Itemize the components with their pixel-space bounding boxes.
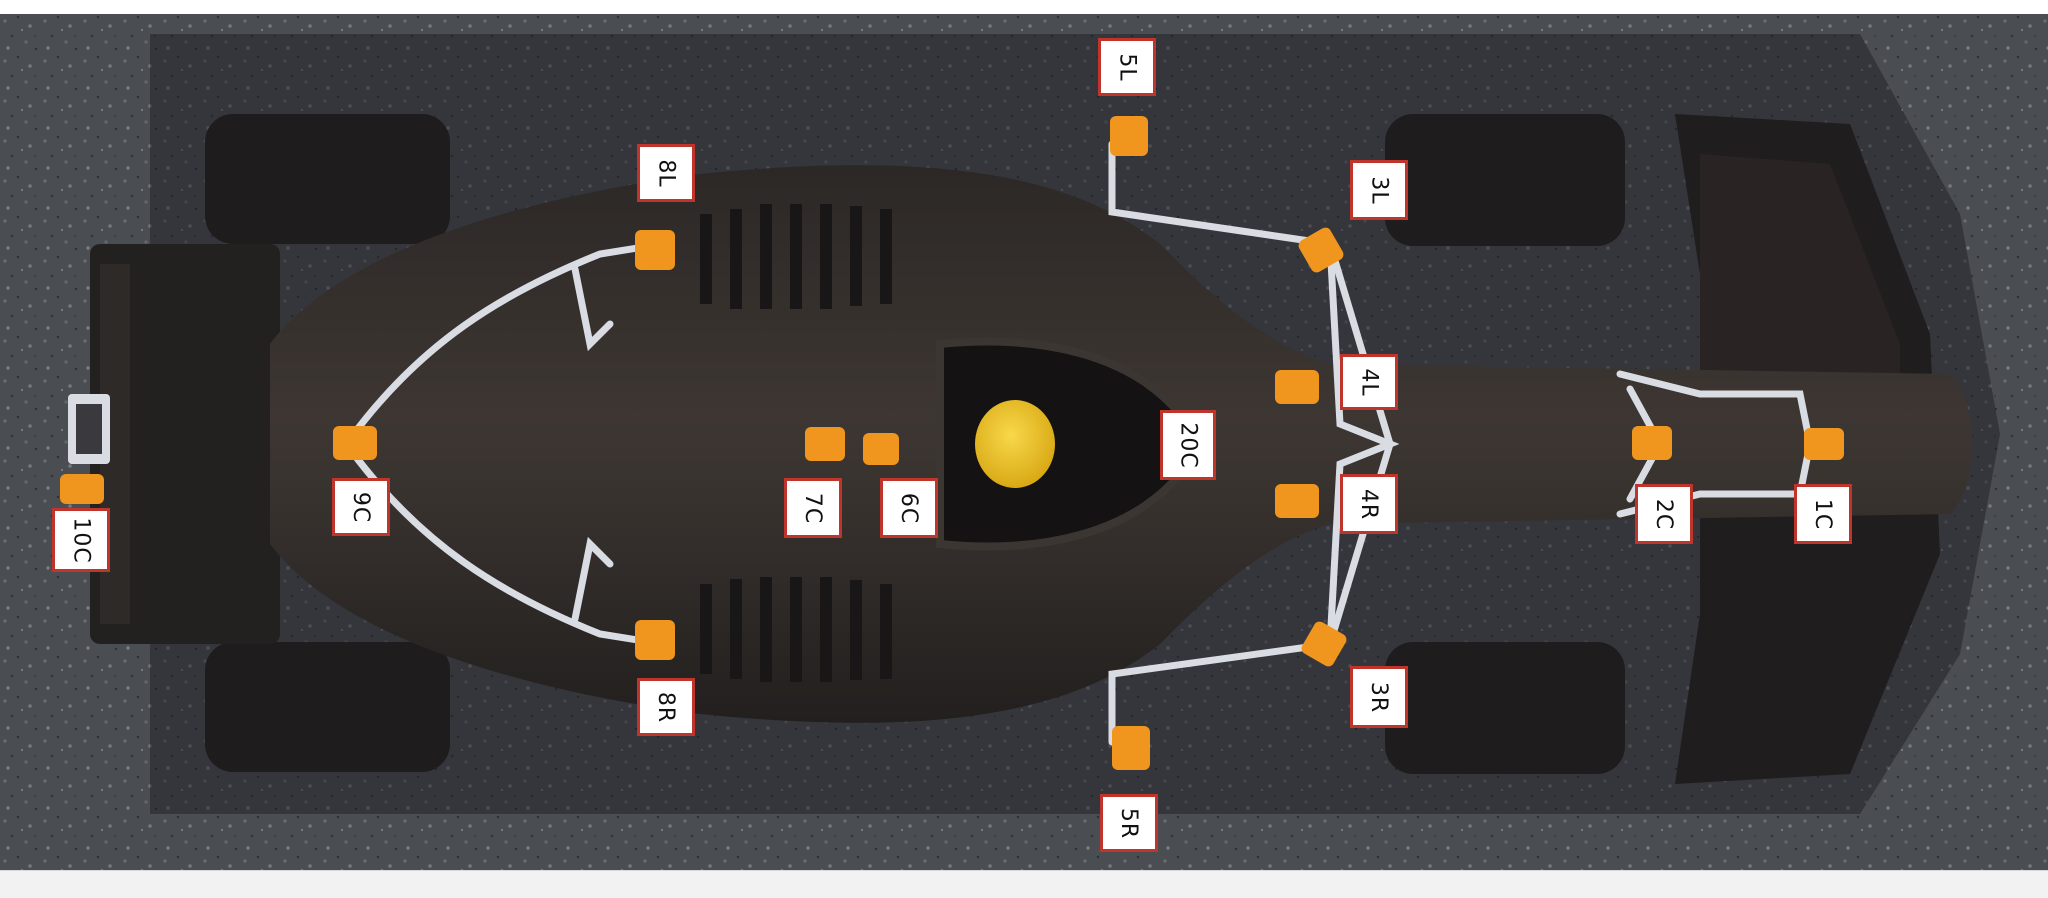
sensor-label-8R: 8R [637,678,695,736]
sensor-label-5R: 5R [1100,794,1158,852]
sensor-unit-8L [635,230,675,270]
sensor-label-5L: 5L [1098,38,1156,96]
sensor-unit-4R [1275,484,1319,518]
sensor-label-2C: 2C [1635,484,1693,544]
sensor-unit-10C [60,474,104,504]
sensor-label-8L: 8L [637,144,695,202]
sensor-label-3R: 3R [1350,666,1408,728]
sensor-unit-9C [333,426,377,460]
sensor-unit-1C [1804,428,1844,460]
sensor-unit-5L [1110,116,1148,156]
sensor-label-4R: 4R [1340,474,1398,534]
sensor-unit-6C [863,433,899,465]
sensor-label-4L: 4L [1340,354,1398,410]
sensor-label-7C: 7C [784,478,842,538]
car-scene: 5L 8L 3L 4L 20C 2C 1C 9C 7C 6C 4R 10C 8R… [0,14,2048,870]
sensor-label-10C: 10C [52,508,110,572]
sensor-unit-7C [805,427,845,461]
sensor-label-1C: 1C [1794,484,1852,544]
sensor-unit-2C [1632,426,1672,460]
sensor-label-6C: 6C [880,478,938,538]
sensor-label-9C: 9C [332,478,390,536]
race-car-topview [0,14,2048,870]
sensor-label-3L: 3L [1350,160,1408,220]
sensor-unit-4L [1275,370,1319,404]
sensor-label-20C: 20C [1160,410,1216,480]
sensor-unit-8R [635,620,675,660]
sensor-unit-5R [1112,726,1150,770]
bottom-bar [0,870,2048,898]
